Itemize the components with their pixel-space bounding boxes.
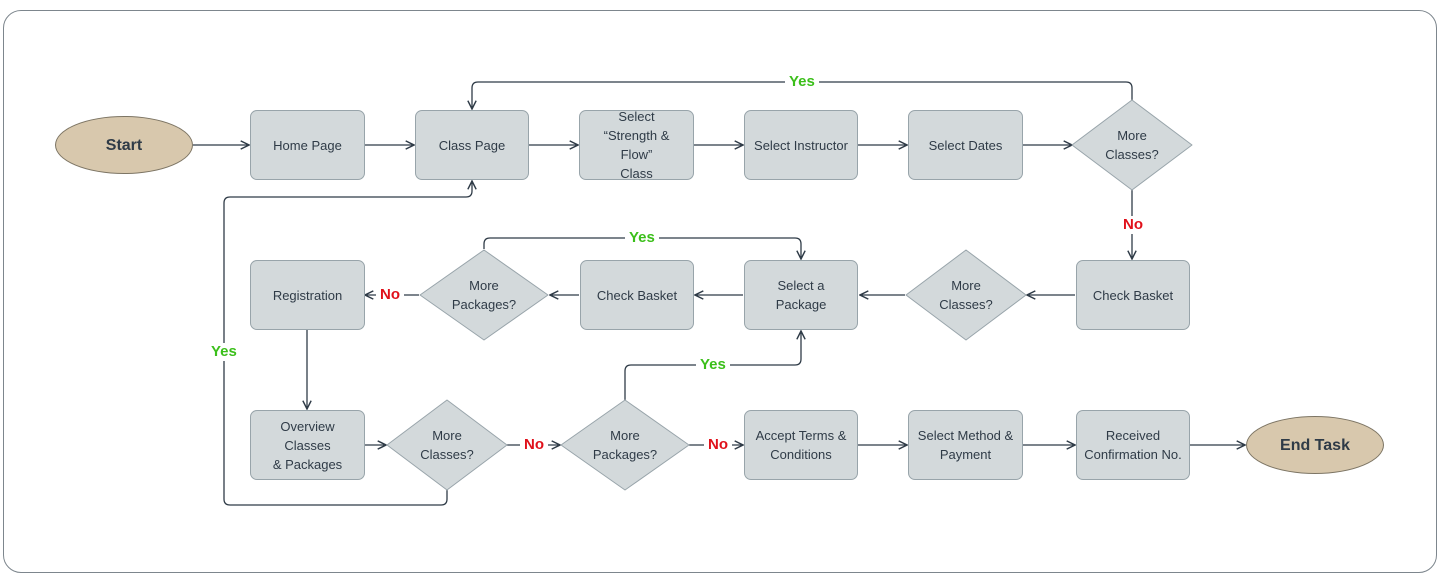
select-class-label: Select “Strength & Flow” Class [603,109,670,181]
select-payment-label: Select Method & Payment [917,428,1014,462]
accept-terms-node: Accept Terms & Conditions [744,410,858,480]
check-basket-node-2: Check Basket [580,260,694,330]
select-dates-label: Select Dates [928,137,1003,153]
registration-label: Registration [272,287,343,303]
confirmation-label: Received Confirmation No. [1084,428,1182,462]
select-payment-node: Select Method & Payment [908,410,1023,480]
edge-label-yes-top: Yes [785,73,819,91]
end-terminal: End Task [1246,416,1384,474]
start-label: Start [105,136,143,154]
check-basket-label-2: Check Basket [596,287,678,303]
class-page-node: Class Page [415,110,529,180]
edge-label-no-bottom-1: No [520,436,548,454]
select-instructor-label: Select Instructor [754,137,848,153]
diagram-frame [3,10,1437,573]
class-page-label: Class Page [438,137,506,153]
decision-more-classes-2 [905,249,1027,341]
decision-more-packages-2 [560,399,690,491]
edge-label-yes-bottom: Yes [696,356,730,374]
select-class-node: Select “Strength & Flow” Class [579,109,694,181]
check-basket-node-1: Check Basket [1076,260,1190,330]
select-dates-node: Select Dates [908,110,1023,180]
edge-label-no-right: No [1119,216,1147,234]
check-basket-label-1: Check Basket [1092,287,1174,303]
select-instructor-node: Select Instructor [744,110,858,180]
overview-label: Overview Classes & Packages [272,418,343,472]
decision-more-classes-1 [1071,99,1193,191]
decision-more-packages-1 [419,249,549,341]
confirmation-node: Received Confirmation No. [1076,410,1190,480]
registration-node: Registration [250,260,365,330]
select-package-label: Select a Package [775,278,827,312]
edge-label-yes-packages: Yes [625,229,659,247]
edge-label-yes-left: Yes [207,343,241,361]
edge-label-no-registration: No [376,286,404,304]
overview-node: Overview Classes & Packages [250,410,365,480]
home-page-node: Home Page [250,110,365,180]
decision-more-classes-3 [386,399,508,491]
select-package-node: Select a Package [744,260,858,330]
edge-label-no-bottom-2: No [704,436,732,454]
home-page-label: Home Page [273,137,342,153]
start-terminal: Start [55,116,193,174]
end-label: End Task [1280,436,1350,454]
accept-terms-label: Accept Terms & Conditions [755,428,847,462]
